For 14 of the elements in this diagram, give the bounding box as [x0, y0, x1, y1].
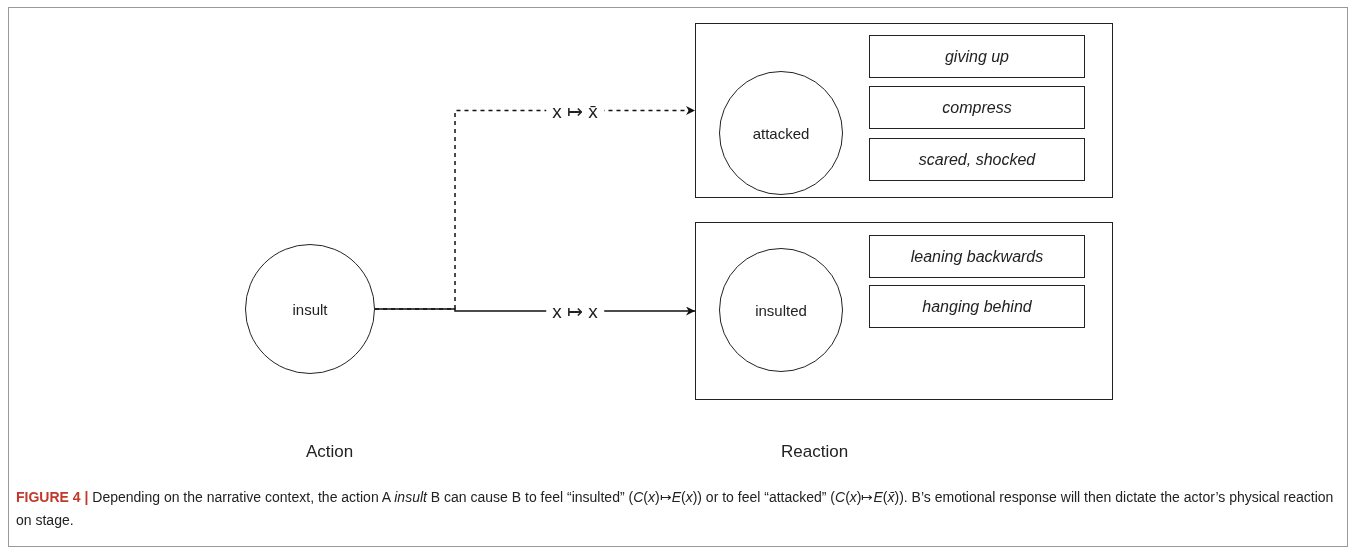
arrow — [374, 106, 696, 310]
figure-caption: FIGURE 4 | Depending on the narrative context, the action A insult B can cause B to feel “insulted” (C(x)↦E(x)) or to feel “attacked” (C(x)↦E(x̄)). B’s emotional response will then dictate the actor’s physical reaction on stage. — [16, 488, 1335, 530]
group-box — [695, 23, 1113, 198]
state-circle: insult — [245, 244, 375, 374]
group-box — [695, 222, 1113, 400]
reaction-box: scared, shocked — [869, 138, 1085, 181]
column-label: Action — [306, 442, 354, 462]
reaction-box: giving up — [869, 35, 1085, 78]
state-circle: attacked — [719, 71, 843, 195]
state-circle: insulted — [719, 248, 843, 372]
reaction-box: hanging behind — [869, 285, 1085, 328]
reaction-box: leaning backwards — [869, 235, 1085, 278]
column-label: Reaction — [781, 442, 849, 462]
reaction-box: compress — [869, 86, 1085, 129]
